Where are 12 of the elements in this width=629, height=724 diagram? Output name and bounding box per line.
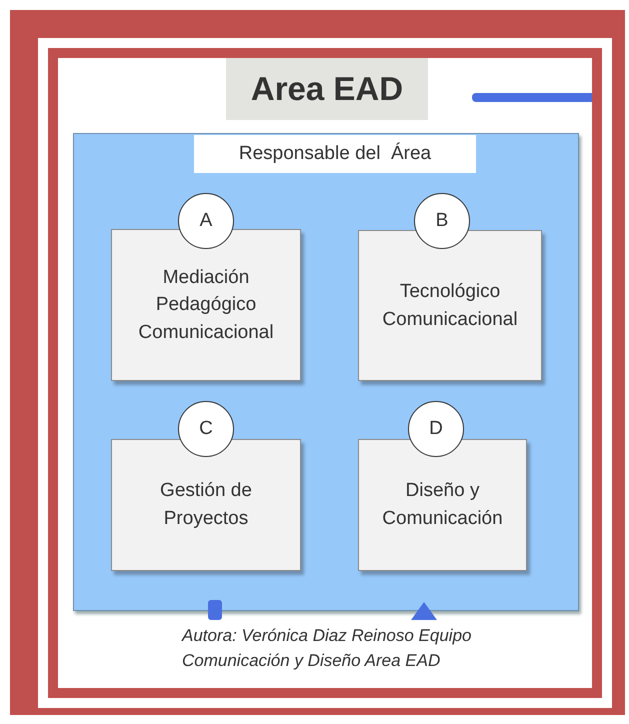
area-panel xyxy=(73,133,579,611)
caption: Autora: Verónica Diaz Reinoso Equipo Comunicación y Diseño Area EAD xyxy=(182,625,472,672)
letter-circle: A xyxy=(178,193,234,249)
letter-circle: B xyxy=(414,193,470,249)
area-box: Mediación Pedagógico Comunicacional xyxy=(111,229,301,381)
area-box: Gestión de Proyectos xyxy=(111,439,301,571)
panel-heading: Responsable del Área xyxy=(194,135,476,173)
letter-circle: C xyxy=(178,401,234,457)
area-box: Diseño y Comunicación xyxy=(358,439,527,571)
title: Area EAD xyxy=(226,58,428,120)
area-box: Tecnológico Comunicacional xyxy=(358,230,542,381)
letter-circle: D xyxy=(408,401,464,457)
